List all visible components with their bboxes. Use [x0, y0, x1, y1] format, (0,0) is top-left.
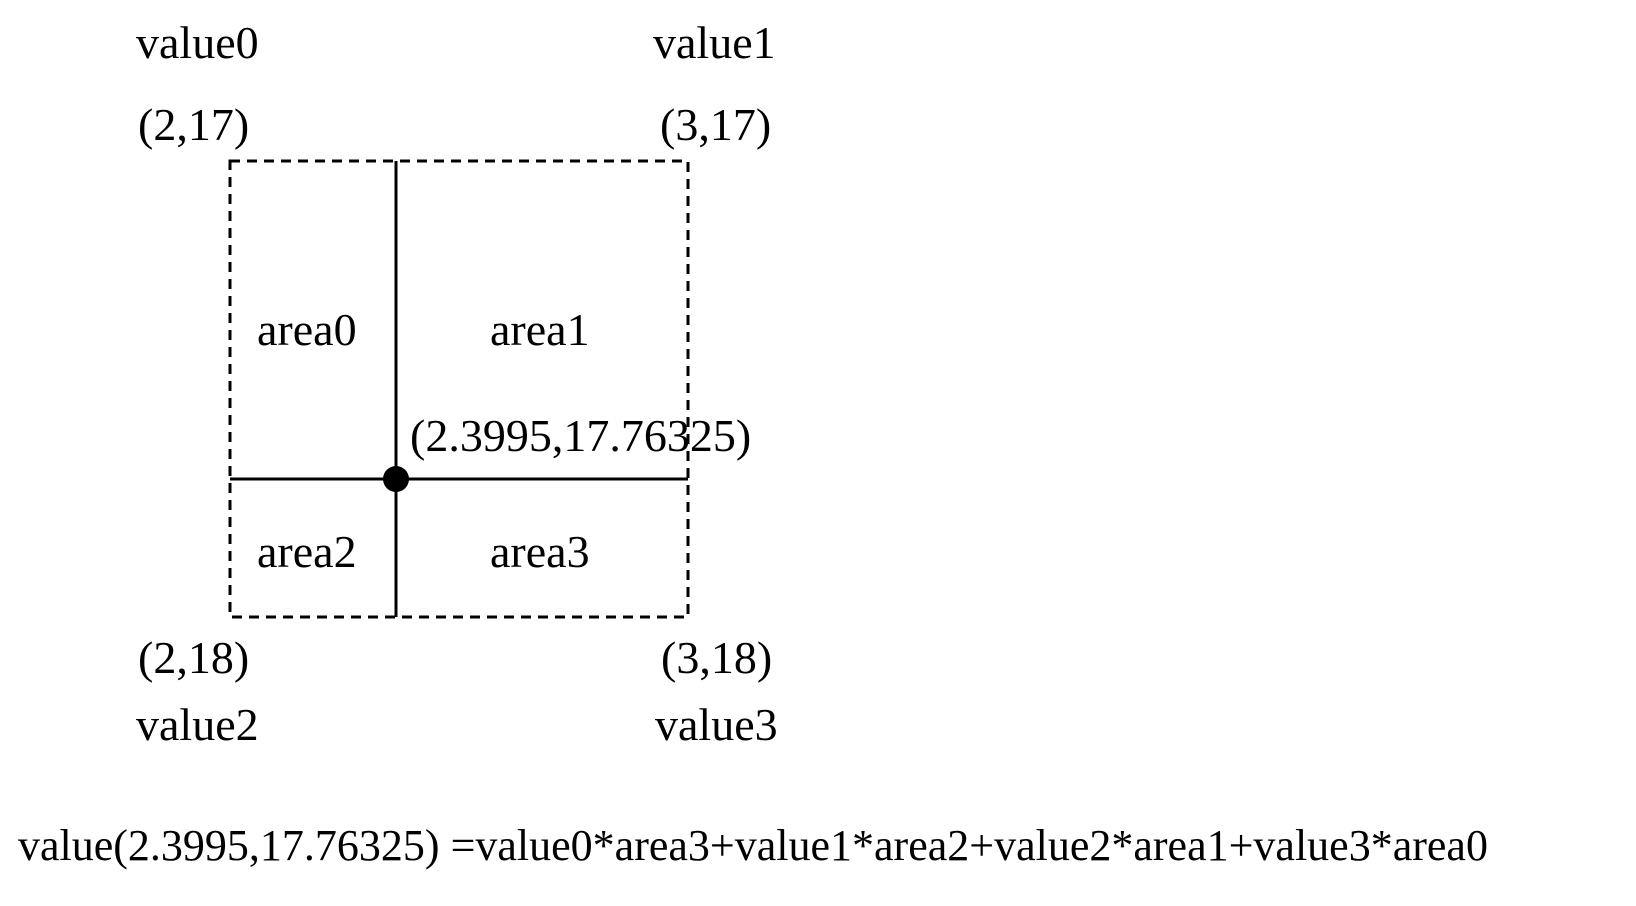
interpolation-point [383, 466, 409, 492]
area-label-2: area2 [257, 526, 357, 577]
corner-coord-top-right: (3,17) [660, 99, 771, 150]
point-coord-label: (2.3995,17.76325) [410, 410, 751, 461]
corner-value-top-right: value1 [653, 17, 776, 68]
grid-cell-dashed-border [228, 159, 690, 619]
corner-value-top-left: value0 [136, 17, 259, 68]
corner-coord-top-left: (2,17) [138, 99, 249, 150]
corner-coord-bottom-left: (2,18) [138, 632, 249, 683]
corner-coord-bottom-right: (3,18) [661, 632, 772, 683]
interpolation-formula: value(2.3995,17.76325) =value0*area3+val… [18, 821, 1488, 870]
corner-value-bottom-left: value2 [136, 699, 259, 750]
area-label-3: area3 [490, 526, 590, 577]
area-label-1: area1 [490, 304, 590, 355]
corner-value-bottom-right: value3 [655, 699, 778, 750]
area-label-0: area0 [257, 304, 357, 355]
